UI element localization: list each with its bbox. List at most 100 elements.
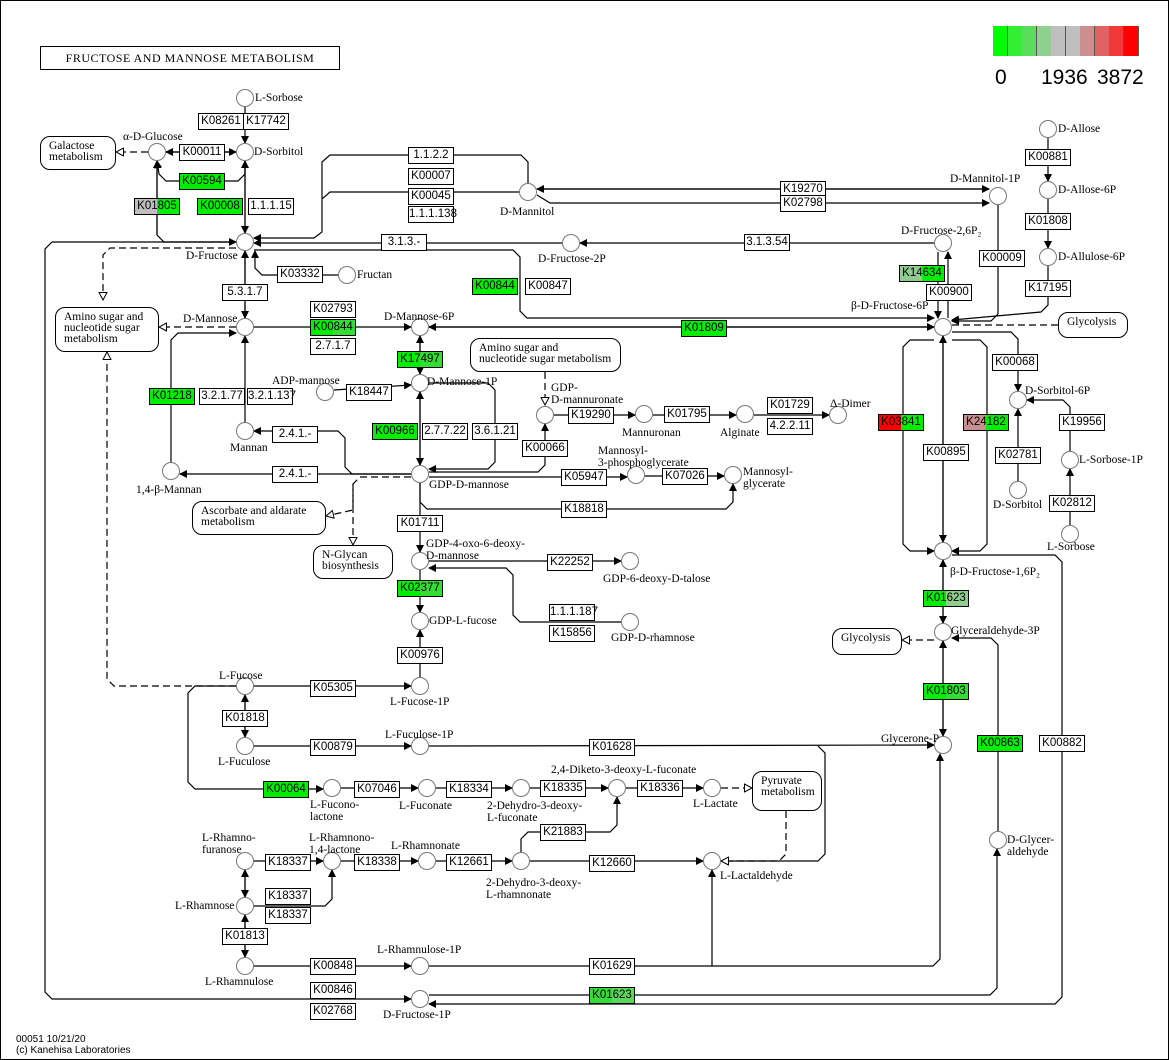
compound-node-l-fuconate[interactable] — [418, 779, 436, 797]
enzyme-box-k17742[interactable]: K17742 — [243, 113, 289, 130]
compound-node-mannan[interactable] — [236, 422, 254, 440]
enzyme-box-k01803[interactable]: K01803 — [923, 683, 969, 700]
enzyme-box-k03841[interactable]: K03841 — [878, 414, 924, 431]
compound-node-d-fructose-1-6p[interactable] — [934, 542, 952, 560]
enzyme-box-k00976[interactable]: K00976 — [397, 647, 443, 664]
compound-node-mannosyl-3-phosphoglycerate[interactable] — [627, 466, 645, 484]
enzyme-box-k18337[interactable]: K18337 — [265, 854, 311, 871]
enzyme-box-k02768[interactable]: K02768 — [310, 1003, 356, 1020]
compound-node-l-lactaldehyde[interactable] — [703, 852, 721, 870]
enzyme-box-k18337[interactable]: K18337 — [265, 907, 311, 924]
pathway-map-link-glycolysis[interactable]: Glycolysis — [1058, 312, 1128, 338]
enzyme-box-k01818[interactable]: K01818 — [222, 710, 268, 727]
enzyme-box-k01629[interactable]: K01629 — [589, 958, 635, 975]
enzyme-box-k18818[interactable]: K18818 — [561, 501, 607, 518]
pathway-map-link-ascorbate-and-aldarate[interactable]: Ascorbate and aldarate metabolism — [192, 501, 326, 535]
enzyme-box-k05947[interactable]: K05947 — [561, 469, 607, 486]
compound-node-l-rhamnulose[interactable] — [236, 957, 254, 975]
enzyme-box-k18335[interactable]: K18335 — [540, 780, 586, 797]
compound-node-d-sorbitol-6p[interactable] — [1009, 391, 1027, 409]
enzyme-box-k02812[interactable]: K02812 — [1049, 495, 1095, 512]
compound-node-d-mannitol[interactable] — [519, 183, 537, 201]
enzyme-box-k17195[interactable]: K17195 — [1025, 280, 1071, 297]
compound-node-l-rhamno-furanose[interactable] — [236, 852, 254, 870]
compound-node-d-allulose-6p[interactable] — [1039, 248, 1057, 266]
enzyme-box-k02793[interactable]: K02793 — [310, 301, 356, 318]
enzyme-box-k01711[interactable]: K01711 — [397, 515, 443, 532]
enzyme-box-k00844[interactable]: K00844 — [310, 319, 356, 336]
enzyme-box-k03332[interactable]: K03332 — [277, 266, 323, 283]
enzyme-box-k07046[interactable]: K07046 — [354, 781, 400, 798]
enzyme-box-k01795[interactable]: K01795 — [664, 406, 710, 423]
enzyme-box-k19956[interactable]: K19956 — [1059, 414, 1105, 431]
enzyme-box-k02377[interactable]: K02377 — [397, 580, 443, 597]
enzyme-box-k07026[interactable]: K07026 — [662, 468, 708, 485]
enzyme-box-3-1-3--[interactable]: 3.1.3.- — [381, 234, 427, 251]
compound-node-d-glucose[interactable] — [148, 143, 166, 161]
compound-node-l-fucose[interactable] — [236, 677, 254, 695]
enzyme-box-k00844[interactable]: K00844 — [472, 278, 518, 295]
compound-node-l-rhamnonate[interactable] — [418, 852, 436, 870]
enzyme-box-k21883[interactable]: K21883 — [540, 824, 586, 841]
compound-node-l-lactate[interactable] — [703, 779, 721, 797]
compound-node-gdp-d-mannose[interactable] — [411, 465, 429, 483]
enzyme-box-k01218[interactable]: K01218 — [149, 388, 195, 405]
enzyme-box-k05305[interactable]: K05305 — [310, 680, 356, 697]
pathway-map-link-glycolysis[interactable]: Glycolysis — [832, 628, 902, 655]
compound-node-l-sorbose[interactable] — [236, 89, 254, 107]
enzyme-box-k00847[interactable]: K00847 — [525, 278, 571, 295]
enzyme-box-k00008[interactable]: K00008 — [197, 198, 243, 215]
enzyme-box-k15856[interactable]: K15856 — [549, 625, 595, 642]
enzyme-box-k12661[interactable]: K12661 — [446, 854, 492, 871]
compound-node-glyceraldehyde-3p[interactable] — [934, 623, 952, 641]
compound-node-1-4-mannan[interactable] — [162, 462, 180, 480]
compound-node-d-fructose-6p[interactable] — [934, 318, 952, 336]
compound-node-l-fucose-1p[interactable] — [411, 677, 429, 695]
enzyme-box-k02798[interactable]: K02798 — [780, 195, 826, 212]
enzyme-box-k00011[interactable]: K00011 — [179, 144, 225, 161]
enzyme-box-1-1-2-2[interactable]: 1.1.2.2 — [408, 147, 454, 164]
enzyme-box-k24182[interactable]: K24182 — [963, 414, 1009, 431]
enzyme-box-3-2-1-137[interactable]: 3.2.1.137 — [247, 388, 296, 405]
enzyme-box-4-2-2-11[interactable]: 4.2.2.11 — [767, 418, 813, 435]
compound-node-d-allose-6p[interactable] — [1039, 181, 1057, 199]
compound-node-gdp-l-fucose[interactable] — [411, 612, 429, 630]
enzyme-box-k01623[interactable]: K01623 — [923, 590, 969, 607]
compound-node-d-mannitol-1p[interactable] — [989, 187, 1007, 205]
compound-node-d-mannose[interactable] — [236, 318, 254, 336]
enzyme-box-k22252[interactable]: K22252 — [547, 554, 593, 571]
enzyme-box-k00068[interactable]: K00068 — [992, 354, 1038, 371]
compound-node-gdp-d-mannuronate[interactable] — [536, 406, 554, 424]
enzyme-box-k17497[interactable]: K17497 — [397, 351, 443, 368]
enzyme-box-2-7-7-22[interactable]: 2.7.7.22 — [422, 423, 468, 440]
enzyme-box-2-4-1--[interactable]: 2.4.1.- — [272, 466, 318, 483]
compound-node-alginate[interactable] — [736, 405, 754, 423]
compound-node-gdp-d-rhamnose[interactable] — [621, 613, 639, 631]
compound-node-d-fructose-2-6p[interactable] — [934, 234, 952, 252]
enzyme-box-k00966[interactable]: K00966 — [372, 423, 418, 440]
compound-node-d-fructose[interactable] — [236, 233, 254, 251]
enzyme-box-k00594[interactable]: K00594 — [179, 173, 225, 190]
enzyme-box-k01808[interactable]: K01808 — [1025, 213, 1071, 230]
enzyme-box-1-1-1-138[interactable]: 1.1.1.138 — [408, 206, 457, 223]
enzyme-box-k00848[interactable]: K00848 — [310, 958, 356, 975]
enzyme-box-k01628[interactable]: K01628 — [589, 739, 635, 756]
enzyme-box-k00879[interactable]: K00879 — [310, 739, 356, 756]
compound-node-l-rhamnono-1-4-lactone[interactable] — [323, 852, 341, 870]
compound-node-d-fructose-2p[interactable] — [562, 234, 580, 252]
compound-node-2-dehydro-3-deoxy-l-fuconate[interactable] — [512, 779, 530, 797]
enzyme-box-2-4-1--[interactable]: 2.4.1.- — [272, 426, 318, 443]
enzyme-box-k00045[interactable]: K00045 — [408, 188, 454, 205]
enzyme-box-k18447[interactable]: K18447 — [346, 384, 392, 401]
enzyme-box-k01809[interactable]: K01809 — [681, 320, 727, 337]
enzyme-box-k00066[interactable]: K00066 — [522, 440, 568, 457]
compound-node-d-sorbitol[interactable] — [236, 143, 254, 161]
enzyme-box-k00881[interactable]: K00881 — [1025, 149, 1071, 166]
enzyme-box-k18338[interactable]: K18338 — [354, 854, 400, 871]
compound-node-d-mannose-1p[interactable] — [411, 374, 429, 392]
enzyme-box-k18336[interactable]: K18336 — [637, 780, 683, 797]
enzyme-box-1-1-1-15[interactable]: 1.1.1.15 — [248, 198, 294, 215]
compound-node-gdp-6-deoxy-d-talose[interactable] — [621, 552, 639, 570]
enzyme-box-k00882[interactable]: K00882 — [1039, 735, 1085, 752]
enzyme-box-k19270[interactable]: K19270 — [780, 181, 826, 198]
